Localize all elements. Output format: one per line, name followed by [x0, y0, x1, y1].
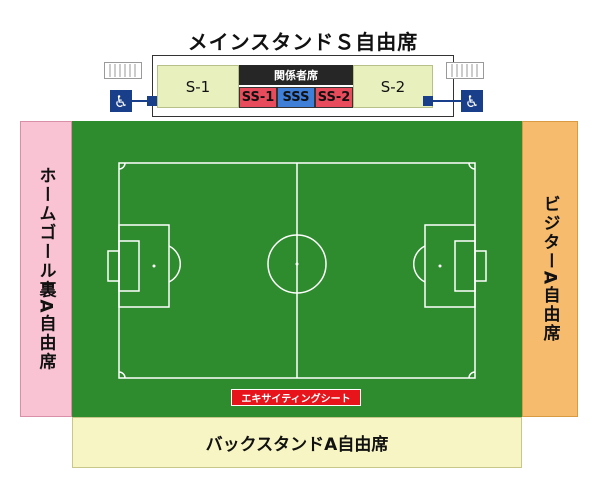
home-goal-stand[interactable]: ホームゴール裏A自由席	[20, 121, 72, 417]
main-stand-title: メインスタンドＳ自由席	[187, 30, 419, 54]
section-s2[interactable]: S-2	[353, 65, 433, 108]
section-ss2[interactable]: SS-2	[315, 87, 353, 108]
home-goal-label: ホームゴール裏A自由席	[35, 166, 56, 372]
stairs-icon	[446, 62, 484, 79]
back-stand[interactable]: バックスタンドA自由席	[72, 417, 522, 468]
section-s1[interactable]: S-1	[157, 65, 239, 108]
staff-seat: 関係者席	[239, 65, 353, 85]
visitor-label: ビジターA自由席	[539, 194, 560, 344]
soccer-pitch	[72, 121, 522, 417]
stairs-icon	[104, 62, 142, 79]
accessibility-seat-marker	[147, 96, 157, 106]
section-sss[interactable]: SSS	[277, 87, 315, 108]
accessibility-connector	[433, 100, 461, 102]
wheelchair-icon: ♿	[110, 90, 132, 112]
section-ss1[interactable]: SS-1	[239, 87, 277, 108]
wheelchair-icon: ♿	[461, 90, 483, 112]
accessibility-connector	[132, 100, 150, 102]
visitor-stand[interactable]: ビジターA自由席	[522, 121, 578, 417]
accessibility-seat-marker	[423, 96, 433, 106]
exciting-seat[interactable]: エキサイティングシート	[231, 389, 361, 406]
